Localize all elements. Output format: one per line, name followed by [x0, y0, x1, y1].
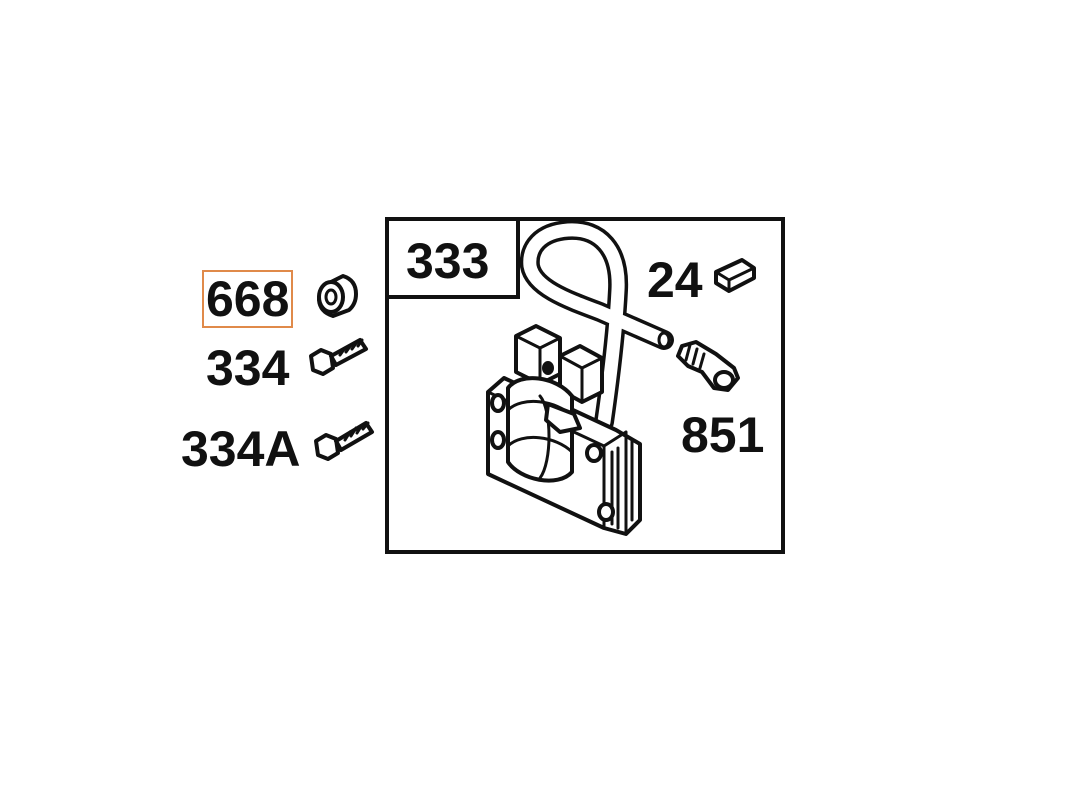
bolt-icon[interactable]: [314, 421, 374, 461]
key-icon[interactable]: [714, 258, 756, 293]
spacer-icon[interactable]: [317, 274, 358, 318]
ignition-coil-icon[interactable]: [486, 324, 642, 536]
part-label-851[interactable]: 851: [681, 407, 765, 463]
part-label-24[interactable]: 24: [647, 252, 703, 308]
assembly-label-box: [387, 219, 520, 299]
assembly-label[interactable]: 333: [406, 233, 490, 289]
ignition-wire: [519, 219, 674, 432]
assembly-frame: [385, 217, 785, 554]
bolt-icon[interactable]: [309, 338, 368, 376]
part-label-668[interactable]: 668: [201, 270, 294, 328]
part-label-334[interactable]: 334: [206, 340, 290, 396]
part-label-334a[interactable]: 334A: [181, 421, 301, 477]
spark-plug-boot-icon[interactable]: [676, 340, 740, 392]
